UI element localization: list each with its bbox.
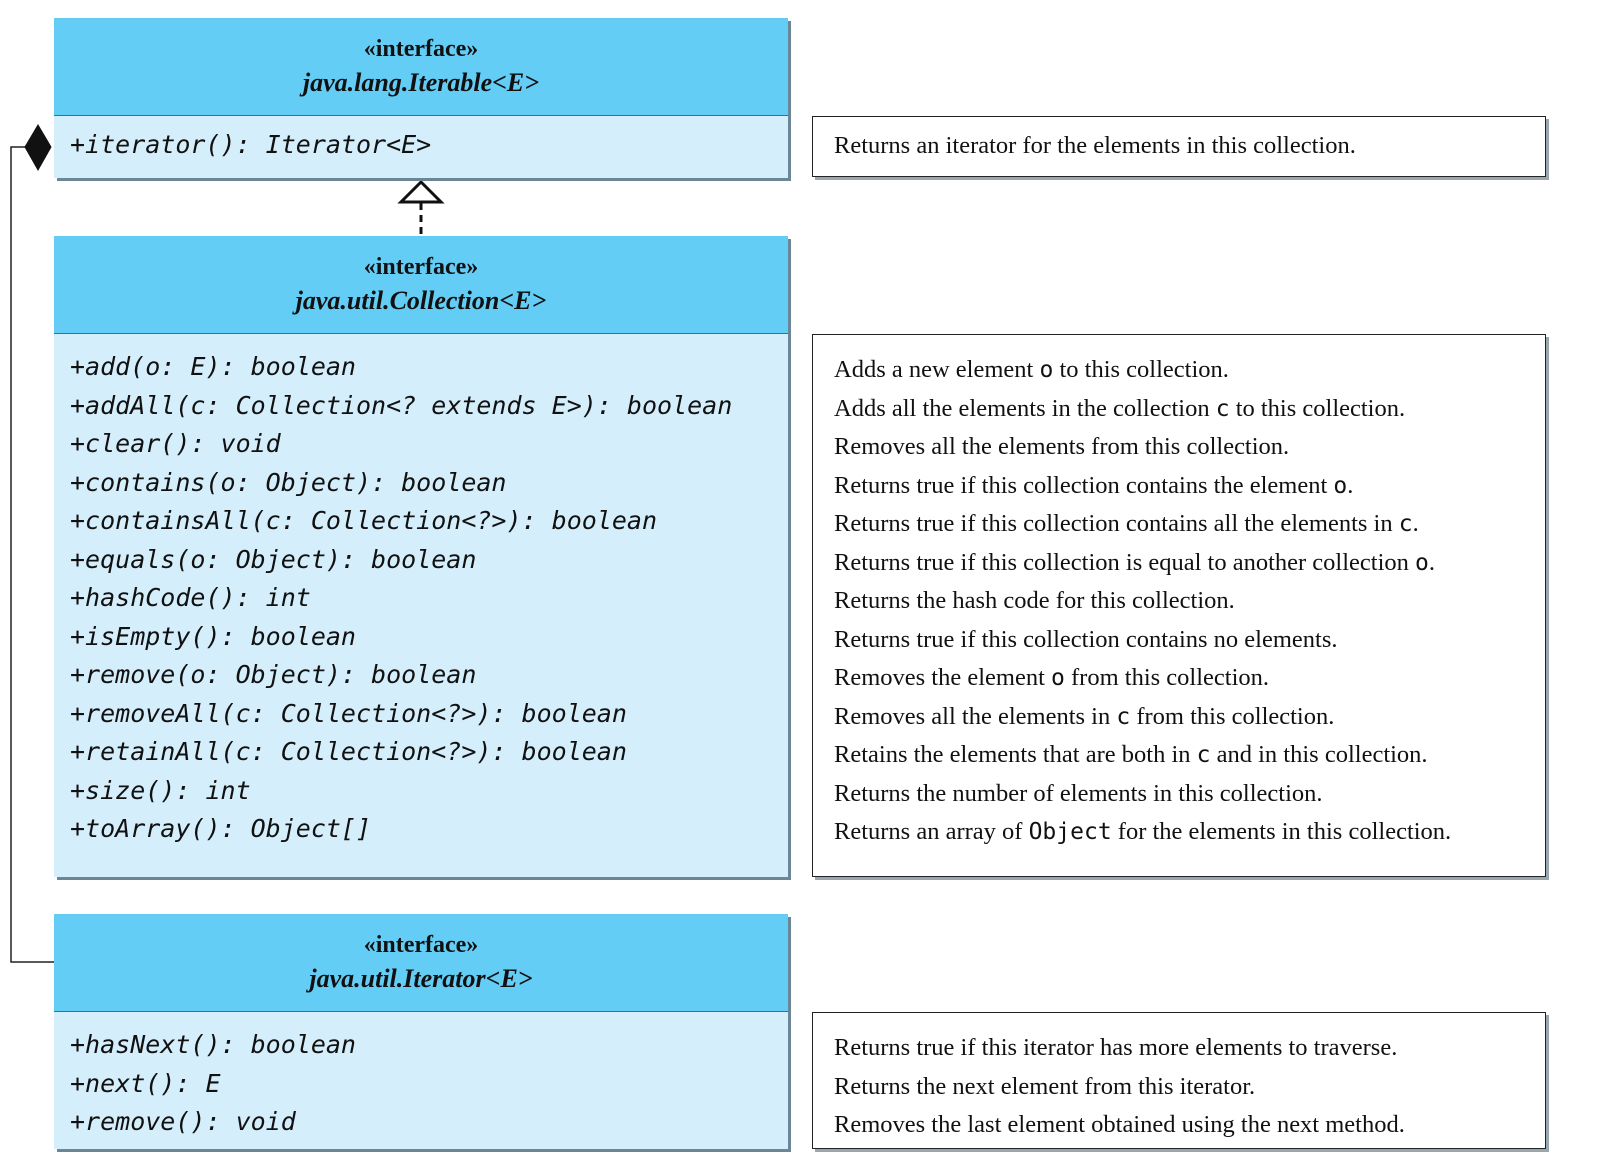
- method: +size(): int: [70, 775, 251, 805]
- description-text: Retains the elements that are both in: [834, 741, 1197, 768]
- description-text: and in this collection.: [1210, 741, 1428, 768]
- iterator-methods: +hasNext(): boolean +next(): E +remove()…: [54, 1012, 788, 1142]
- description: Returns true if this iterator has more e…: [834, 1029, 1545, 1068]
- method: +toArray(): Object[]: [70, 814, 372, 843]
- description: Returns true if this collection contains…: [834, 467, 1545, 506]
- description-text: .: [1428, 548, 1436, 576]
- description: Removes the last element obtained using …: [834, 1106, 1545, 1145]
- description-text: Removes all the elements in: [834, 702, 1117, 730]
- description-text: to this collection.: [1053, 356, 1229, 383]
- description: Retains the elements that are both in c …: [834, 736, 1545, 775]
- description: Returns an array of Object for the eleme…: [834, 813, 1545, 852]
- iterable-interface-box: «interface» java.lang.Iterable<E> +itera…: [54, 18, 788, 178]
- method: +equals(o: Object): boolean: [70, 544, 477, 574]
- method: +next(): E: [70, 1068, 221, 1098]
- description-text: Removes the last element obtained using …: [834, 1111, 1405, 1138]
- method: +isEmpty(): boolean: [70, 621, 356, 651]
- method: +contains(o: Object): boolean: [70, 467, 507, 497]
- method: +clear(): void: [70, 429, 281, 458]
- collection-methods: +add(o: E): boolean +addAll(c: Collectio…: [54, 334, 788, 849]
- iterable-header: «interface» java.lang.Iterable<E>: [54, 18, 788, 116]
- collection-stereotype: «interface»: [363, 254, 479, 280]
- code-fragment: c: [1215, 395, 1230, 422]
- description: Removes the element o from this collecti…: [834, 659, 1545, 698]
- iterable-name: java.lang.Iterable<E>: [302, 68, 540, 97]
- method: +containsAll(c: Collection<?>): boolean: [70, 506, 657, 535]
- method: +remove(o: Object): boolean: [70, 660, 477, 689]
- description: Returns true if this collection is equal…: [834, 544, 1545, 583]
- method: +iterator(): Iterator<E>: [70, 130, 432, 159]
- code-fragment: o: [1415, 549, 1429, 576]
- composition-line: [10, 146, 54, 963]
- description-text: Returns the number of elements in this c…: [834, 779, 1323, 807]
- description: Returns true if this collection contains…: [834, 505, 1545, 544]
- method: +hasNext(): boolean: [70, 1030, 356, 1059]
- composition-diamond: [24, 124, 52, 172]
- description-text: Removes all the elements from this colle…: [834, 433, 1290, 460]
- description: Adds a new element o to this collection.: [834, 351, 1545, 390]
- description-text: Returns true if this collection contains…: [834, 625, 1338, 653]
- description-text: Returns an array of: [834, 818, 1029, 845]
- description-text: Returns true if this collection contains…: [834, 510, 1399, 537]
- code-fragment: c: [1398, 511, 1413, 537]
- code-fragment: o: [1039, 357, 1054, 383]
- description-text: Returns true if this collection is equal…: [834, 548, 1416, 576]
- collection-name: java.util.Collection<E>: [295, 286, 547, 315]
- description-text: from this collection.: [1130, 702, 1335, 730]
- description: Returns the number of elements in this c…: [834, 775, 1545, 814]
- description-text: from this collection.: [1064, 664, 1270, 691]
- description-text: Returns the hash code for this collectio…: [834, 587, 1235, 614]
- description: Returns true if this collection contains…: [834, 621, 1545, 660]
- code-fragment: c: [1196, 742, 1211, 768]
- code-fragment: Object: [1028, 819, 1112, 845]
- description-text: Adds a new element: [834, 356, 1040, 383]
- code-fragment: o: [1333, 472, 1348, 499]
- description-text: Returns true if this collection contains…: [834, 471, 1334, 499]
- collection-header: «interface» java.util.Collection<E>: [54, 236, 788, 334]
- description: Removes all the elements in c from this …: [834, 698, 1545, 737]
- method: +remove(): void: [70, 1107, 296, 1136]
- realization-arrowhead: [397, 179, 445, 204]
- description-text: Removes the element: [834, 664, 1052, 691]
- iterator-name: java.util.Iterator<E>: [309, 964, 533, 993]
- method: +add(o: E): boolean: [70, 352, 356, 381]
- iterator-note: Returns true if this iterator has more e…: [812, 1012, 1546, 1149]
- description-text: .: [1347, 471, 1354, 499]
- description: Removes all the elements from this colle…: [834, 428, 1545, 467]
- description-text: to this collection.: [1229, 394, 1406, 422]
- description-text: Returns an iterator for the elements in …: [834, 132, 1356, 159]
- description-text: for the elements in this collection.: [1111, 818, 1452, 845]
- code-fragment: c: [1116, 703, 1131, 730]
- method: +addAll(c: Collection<? extends E>): boo…: [70, 390, 733, 420]
- iterator-stereotype: «interface»: [363, 932, 479, 958]
- description: Returns the hash code for this collectio…: [834, 582, 1545, 621]
- method: +removeAll(c: Collection<?>): boolean: [70, 698, 627, 728]
- description-text: Adds all the elements in the collection: [834, 394, 1216, 422]
- iterator-header: «interface» java.util.Iterator<E>: [54, 914, 788, 1012]
- description: Returns the next element from this itera…: [834, 1068, 1545, 1107]
- code-fragment: o: [1051, 665, 1065, 691]
- iterator-interface-box: «interface» java.util.Iterator<E> +hasNe…: [54, 914, 788, 1149]
- description-text: Returns true if this iterator has more e…: [834, 1034, 1398, 1061]
- collection-note: Adds a new element o to this collection.…: [812, 334, 1546, 877]
- description: Adds all the elements in the collection …: [834, 390, 1545, 429]
- iterable-methods: +iterator(): Iterator<E>: [54, 116, 788, 165]
- description: Returns an iterator for the elements in …: [834, 127, 1545, 166]
- collection-interface-box: «interface» java.util.Collection<E> +add…: [54, 236, 788, 877]
- iterable-stereotype: «interface»: [363, 36, 479, 62]
- description-text: .: [1412, 510, 1419, 537]
- iterable-note: Returns an iterator for the elements in …: [812, 116, 1546, 177]
- description-text: Returns the next element from this itera…: [834, 1072, 1256, 1100]
- method: +hashCode(): int: [70, 583, 311, 612]
- method: +retainAll(c: Collection<?>): boolean: [70, 737, 627, 766]
